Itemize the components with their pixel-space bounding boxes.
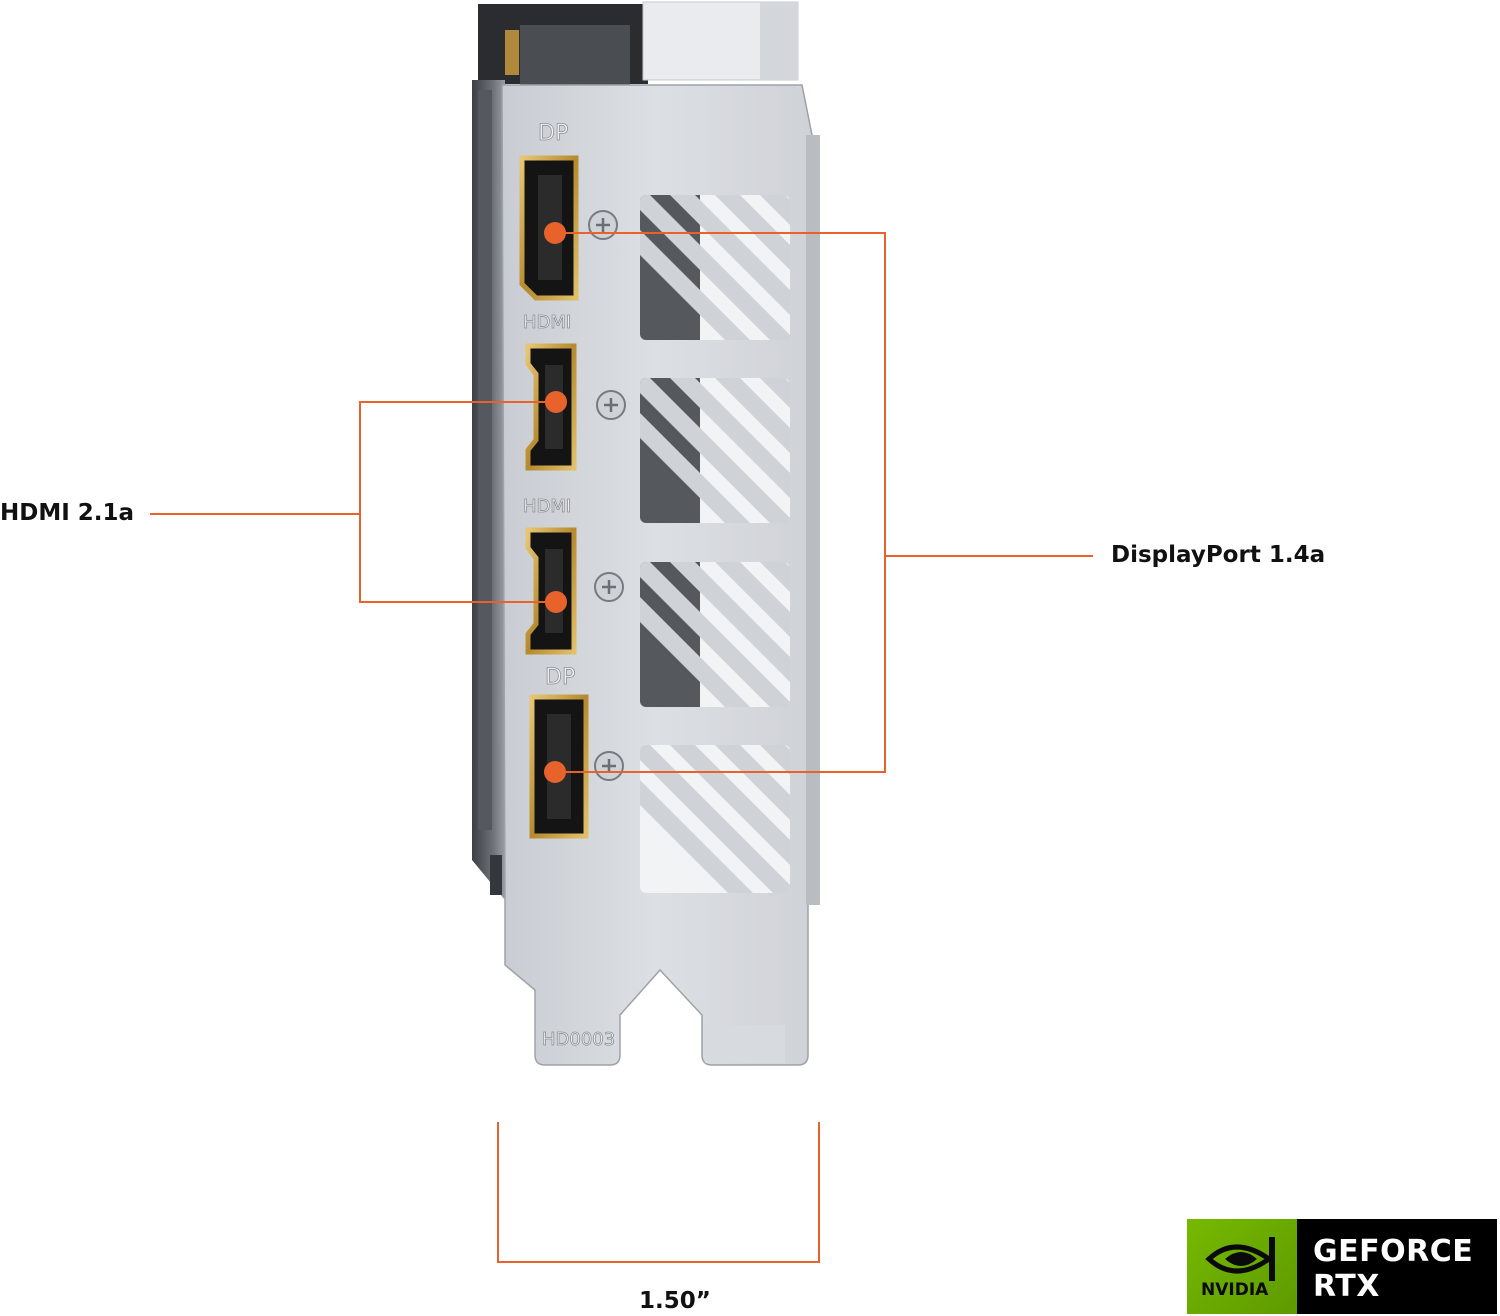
card-shroud	[478, 1, 799, 85]
vent-grille	[640, 195, 790, 893]
port-label-dp-top: DP	[538, 121, 568, 146]
geforce-panel	[1297, 1219, 1497, 1314]
bracket-width-label: 1.50”	[639, 1288, 711, 1314]
nvidia-eye-icon	[1205, 1237, 1275, 1281]
port-label-hdmi-1: HDMI	[523, 312, 571, 333]
card-side-edge	[472, 80, 505, 900]
port-label-hdmi-2: HDMI	[523, 496, 571, 517]
geforce-rtx-badge: NVIDIA GEFORCE RTX	[1187, 1219, 1497, 1314]
callout-lines	[150, 232, 1093, 1263]
nvidia-wordmark: NVIDIA	[1201, 1280, 1269, 1300]
displayport-callout-label: DisplayPort 1.4a	[1111, 542, 1326, 568]
geforce-text: GEFORCE	[1313, 1234, 1474, 1269]
hdmi-callout-label: HDMI 2.1a	[0, 500, 135, 526]
callout-dots	[544, 222, 567, 783]
bracket-foot-tab	[705, 1025, 785, 1063]
nvidia-logo-panel: NVIDIA	[1187, 1219, 1297, 1314]
bracket-right-flange	[806, 135, 820, 905]
rtx-text: RTX	[1313, 1269, 1380, 1304]
bracket-part-code: HD0003	[542, 1029, 615, 1050]
port-label-dp-bottom: DP	[545, 665, 575, 690]
port-hdmi-2	[525, 527, 577, 655]
